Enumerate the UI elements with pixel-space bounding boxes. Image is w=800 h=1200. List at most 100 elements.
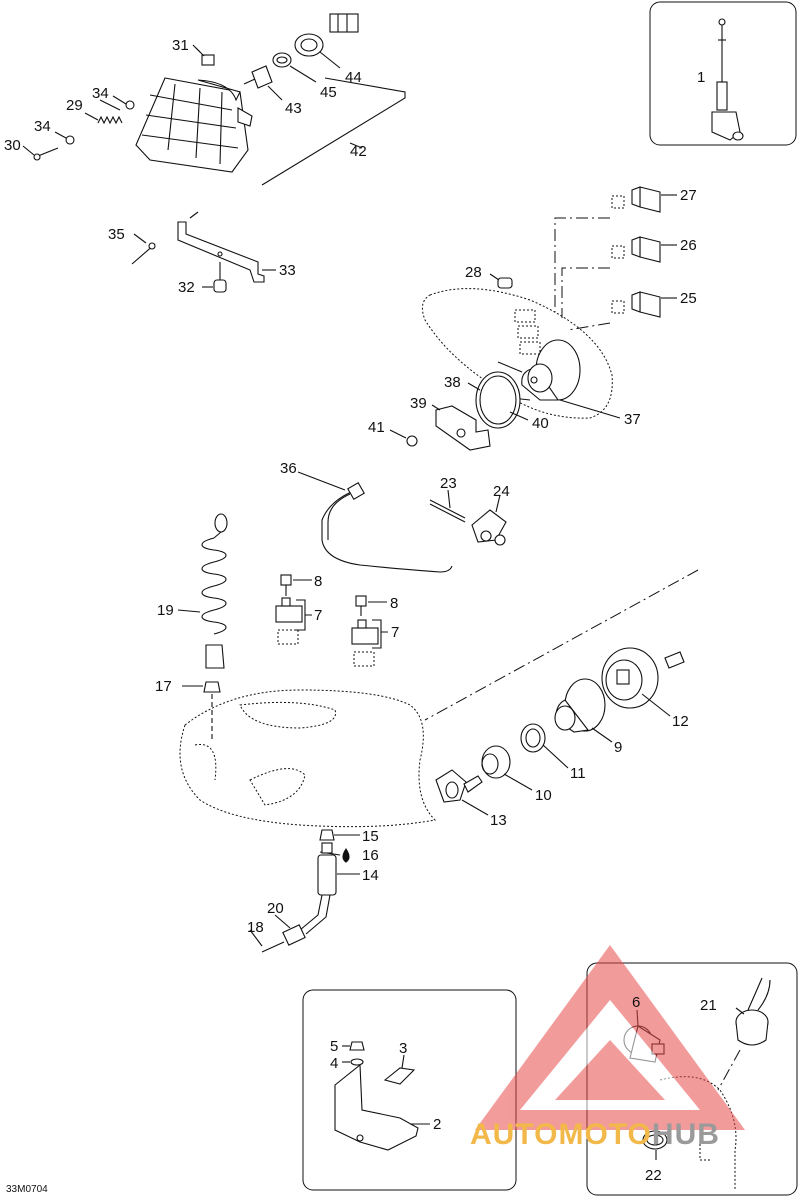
callout-34-lower: 34: [34, 118, 51, 135]
part-27-switch: [611, 186, 677, 213]
part-24-fitting: [471, 494, 507, 546]
part-15-bulb: [319, 829, 360, 841]
callout-22: 22: [645, 1167, 662, 1184]
drawing-code: 33M0704: [6, 1184, 48, 1195]
callout-41: 41: [368, 419, 385, 436]
switch-alignment-lines: [554, 217, 611, 331]
part-41-nut: [389, 429, 418, 447]
watermark-text-suffix: HUB: [651, 1118, 720, 1151]
part-37-gauge: [497, 339, 621, 419]
watermark-text-main: AUTOMOTO: [470, 1118, 652, 1151]
callout-43: 43: [285, 100, 302, 117]
callout-11: 11: [570, 765, 586, 782]
callout-6: 6: [632, 994, 640, 1011]
callout-10: 10: [535, 787, 552, 804]
callout-16: 16: [362, 847, 379, 864]
part-22-ring: [642, 1130, 668, 1160]
callout-24: 24: [493, 483, 510, 500]
part-34-washers: [54, 95, 135, 145]
part-28-bulb: [489, 273, 513, 289]
callout-bracket-42: [261, 77, 406, 186]
callout-2: 2: [433, 1116, 441, 1133]
part-36-speedometer-cable: [297, 471, 453, 573]
callout-37: 37: [624, 411, 641, 428]
part-21-connector: [717, 977, 771, 1091]
part-5-nut: [342, 1041, 365, 1051]
callout-9: 9: [614, 739, 622, 756]
console-outline: [421, 288, 613, 419]
part-13-key: [435, 769, 489, 816]
callout-30: 30: [4, 137, 21, 154]
callout-1: 1: [697, 69, 705, 86]
part-35-rivet: [131, 233, 156, 265]
callout-18: 18: [247, 919, 264, 936]
callout-38: 38: [444, 374, 461, 391]
callout-7-right: 7: [391, 624, 399, 641]
callout-15: 15: [362, 828, 379, 845]
watermark-logo: [475, 945, 745, 1130]
part-33-mounting-bracket: [177, 211, 265, 283]
part-18-terminal: [249, 929, 285, 953]
dashboard-outline: [179, 689, 437, 828]
socket-connector: [329, 13, 359, 33]
part-30-screw: [22, 145, 59, 161]
part-10-cap: [481, 745, 533, 791]
part-44-bulb-socket: [294, 33, 341, 69]
connector-plug: [664, 651, 685, 669]
part-26-switch: [611, 236, 677, 263]
callout-13: 13: [490, 812, 507, 829]
callout-8-left: 8: [314, 573, 322, 590]
part-25-switch: [611, 291, 677, 318]
callout-7-left: 7: [314, 607, 322, 624]
callout-19: 19: [157, 602, 174, 619]
callout-12: 12: [672, 713, 689, 730]
callout-14: 14: [362, 867, 379, 884]
ignition-axis-line: [424, 569, 699, 721]
callout-39: 39: [410, 395, 427, 412]
part-19-safety-lanyard: [177, 513, 228, 669]
callout-40: 40: [532, 415, 549, 432]
callout-8-right: 8: [390, 595, 398, 612]
callout-36: 36: [280, 460, 297, 477]
part-11-bezel: [520, 723, 569, 769]
callout-20: 20: [267, 900, 284, 917]
callout-25: 25: [680, 290, 697, 307]
inset-frame-part-1: [649, 1, 797, 146]
part-2-bracket: [334, 1063, 430, 1151]
headlamp-assembly: [135, 77, 253, 173]
callout-27: 27: [680, 187, 697, 204]
part-20-connector: [274, 914, 306, 946]
part-7-switch-left: [275, 597, 312, 645]
callout-32: 32: [178, 279, 195, 296]
callout-44: 44: [345, 69, 362, 86]
callout-4: 4: [330, 1055, 338, 1072]
callout-3: 3: [399, 1040, 407, 1057]
callout-26: 26: [680, 237, 697, 254]
part-17-cap: [182, 681, 221, 740]
part-29-spring: [84, 112, 123, 125]
callout-35: 35: [108, 226, 125, 243]
part-38-gasket: [467, 371, 521, 429]
part-9-ignition-housing: [554, 678, 613, 743]
part-39-gauge-bracket: [431, 404, 491, 451]
callout-34-upper: 34: [92, 85, 109, 102]
part-7-switch-right: [351, 619, 388, 667]
callout-23: 23: [440, 475, 457, 492]
callout-45: 45: [320, 84, 337, 101]
callout-29: 29: [66, 97, 83, 114]
part-43-bulb: [243, 65, 283, 101]
inset-frame-outline-dotted: [659, 1076, 737, 1190]
part-8-knob-left: [280, 574, 312, 596]
callout-21: 21: [700, 997, 717, 1014]
part-45-ring: [272, 52, 317, 83]
part-14-sensor: [299, 842, 360, 935]
callout-42: 42: [350, 143, 367, 160]
part-23-pin: [429, 489, 466, 523]
part-12-switch-body: [601, 647, 671, 717]
callout-28: 28: [465, 264, 482, 281]
watermark-text: AUTOMOTOHUB: [470, 1118, 720, 1152]
part-3-clip: [383, 1054, 416, 1085]
callout-5: 5: [330, 1038, 338, 1055]
part-4-washer: [342, 1058, 364, 1066]
